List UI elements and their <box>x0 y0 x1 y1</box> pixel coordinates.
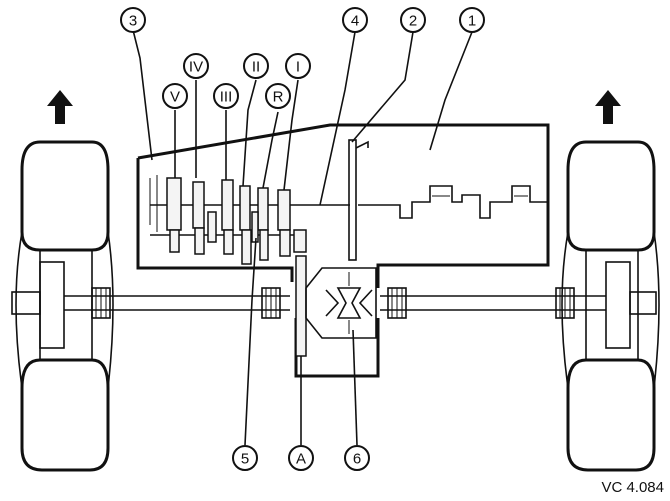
callout-6-text: 6 <box>353 451 361 468</box>
callout-V: V <box>162 83 188 109</box>
crankshaft-profile <box>358 185 548 219</box>
callout-IV-text: IV <box>189 59 203 76</box>
callout-A-text: A <box>296 451 306 468</box>
callout-1: 1 <box>459 7 485 33</box>
left-wheel <box>11 140 114 472</box>
callout-R: R <box>265 83 291 109</box>
gear-set <box>166 177 307 265</box>
differential <box>295 255 377 357</box>
callout-3-text: 3 <box>129 13 137 30</box>
drive-shaft-right <box>380 287 606 319</box>
leader-lines <box>132 29 473 446</box>
callout-III-text: III <box>220 89 233 106</box>
callout-A: A <box>288 445 314 471</box>
callout-I-text: I <box>296 59 300 76</box>
callout-6: 6 <box>344 445 370 471</box>
callout-II-text: II <box>252 59 260 76</box>
callout-4: 4 <box>342 7 368 33</box>
arrow-up-right-icon <box>595 90 621 124</box>
drive-shaft-left <box>64 287 290 319</box>
callout-R-text: R <box>273 89 284 106</box>
callout-1-text: 1 <box>468 13 476 30</box>
callout-I: I <box>285 53 311 79</box>
callout-V-text: V <box>170 89 180 106</box>
reference-code: VC 4.084 <box>601 479 664 496</box>
callout-3: 3 <box>120 7 146 33</box>
clutch-disc <box>348 139 369 261</box>
callout-5-text: 5 <box>241 451 249 468</box>
arrow-up-left-icon <box>47 90 73 124</box>
callout-2: 2 <box>400 7 426 33</box>
callout-4-text: 4 <box>351 13 359 30</box>
callout-II: II <box>243 53 269 79</box>
callout-5: 5 <box>232 445 258 471</box>
callout-IV: IV <box>183 53 209 79</box>
callout-2-text: 2 <box>409 13 417 30</box>
right-wheel <box>561 140 660 472</box>
callout-III: III <box>213 83 239 109</box>
